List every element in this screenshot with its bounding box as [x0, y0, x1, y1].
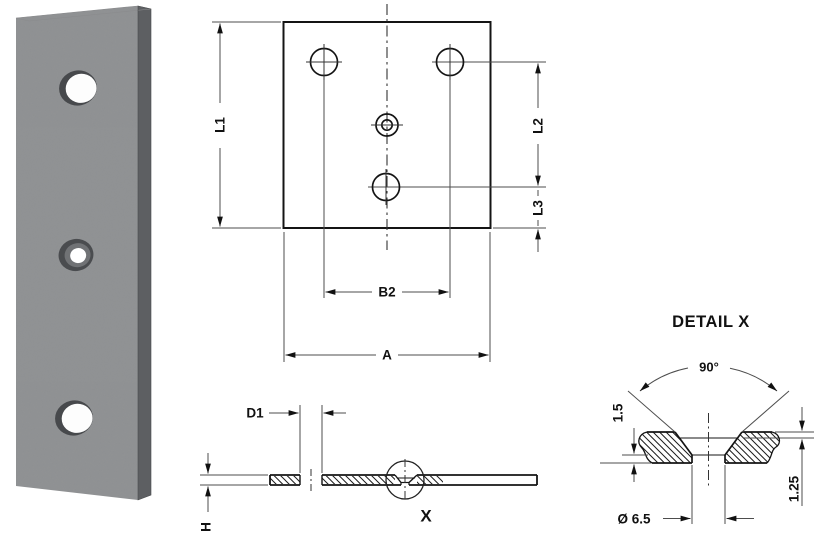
- label-1-5: 1.5: [611, 403, 626, 422]
- extension-lines-top-view: [212, 21, 546, 362]
- d1-hole-edges: [299, 475, 323, 485]
- plate-outline-side-view: [269, 474, 538, 486]
- plate-side-edge-face: [138, 6, 151, 500]
- label-detail-marker-X: X: [420, 507, 432, 526]
- detail-countersink-lines: [674, 431, 743, 463]
- label-L2: L2: [531, 118, 546, 134]
- countersink-side-view: [394, 474, 418, 485]
- label-1-25: 1.25: [787, 475, 802, 502]
- label-angle-90: 90°: [699, 360, 719, 375]
- label-L3: L3: [531, 200, 546, 216]
- isometric-view: [15, 5, 152, 501]
- hole-bottom-3d: [55, 400, 93, 436]
- label-A: A: [382, 348, 392, 363]
- dim-1-25: [775, 407, 814, 506]
- detail-title: DETAIL X: [672, 313, 750, 331]
- side-view: D1 H X: [199, 405, 538, 532]
- hole-middle-countersunk-3d: [58, 238, 94, 272]
- label-D1: D1: [246, 406, 264, 421]
- dim-1-5: [600, 428, 651, 482]
- section-hatching: [270, 475, 443, 485]
- dim-angle-90: [627, 367, 790, 433]
- detail-outline: [638, 431, 781, 464]
- hole-top-3d: [59, 70, 97, 106]
- hole-crosshairs: [306, 44, 451, 205]
- label-H: H: [199, 522, 214, 532]
- label-L1: L1: [213, 117, 228, 133]
- detail-x-view: DETAIL X: [600, 313, 814, 527]
- dim-H: [200, 453, 268, 512]
- top-view: L1 L2 L3 B2 A: [212, 4, 546, 363]
- label-dia-6-5: Ø 6.5: [617, 512, 651, 527]
- dim-dia-6-5: [663, 465, 754, 524]
- dim-D1: [269, 405, 346, 473]
- label-B2: B2: [378, 285, 395, 300]
